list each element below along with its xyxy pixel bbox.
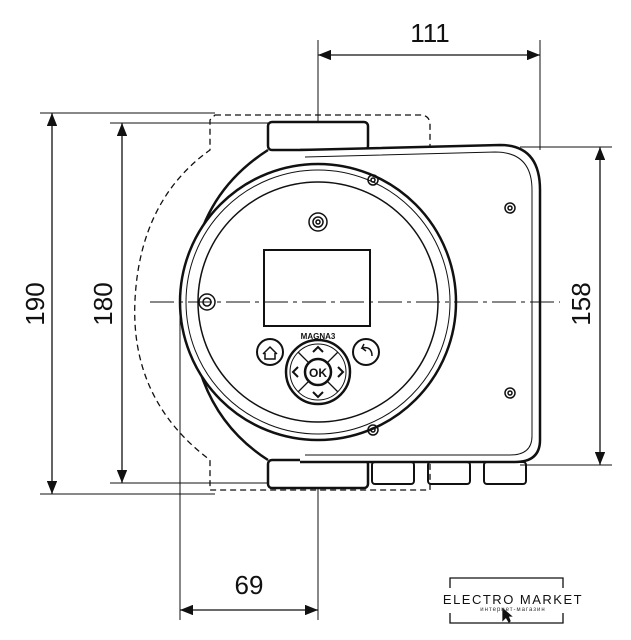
bottom-flange — [266, 458, 370, 490]
watermark-frame — [449, 577, 564, 624]
cursor-icon — [502, 607, 513, 624]
dim-label-111: 111 — [410, 18, 450, 48]
ok-label: OK — [309, 366, 327, 380]
watermark-subtitle: интернет-магазин — [480, 607, 546, 613]
ok-button — [303, 357, 333, 387]
dim-label-180: 180 — [88, 282, 118, 325]
back-button — [352, 338, 380, 366]
top-flange — [266, 120, 370, 152]
model-label: MAGNA3 — [301, 332, 336, 341]
home-button — [256, 338, 284, 366]
watermark-title: ELECTRO MARKET — [442, 592, 584, 607]
dim-label-190: 190 — [20, 282, 50, 325]
nav-pad — [284, 338, 352, 406]
dim-label-69: 69 — [235, 570, 264, 600]
dim-label-158: 158 — [566, 282, 596, 325]
display — [263, 249, 371, 327]
housing-outline-dashed — [134, 114, 431, 491]
